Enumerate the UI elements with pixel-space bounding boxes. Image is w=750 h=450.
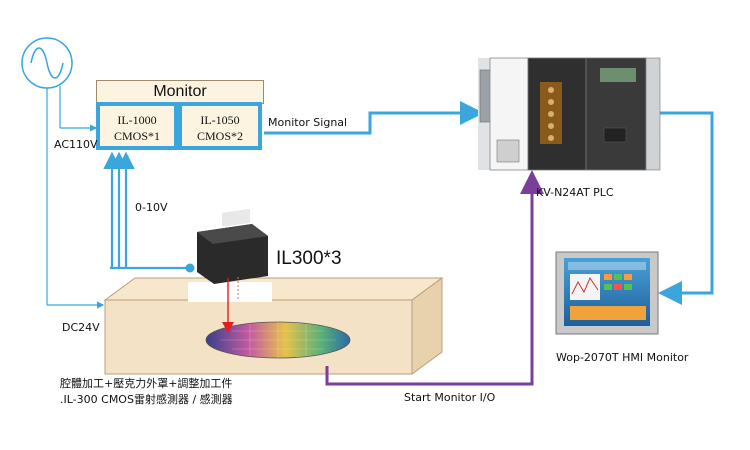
sensor-cables [103,151,190,270]
monitor-signal-label: Monitor Signal [268,116,348,129]
power-wires [46,86,105,309]
il1000-count: CMOS*1 [113,129,160,143]
il1000-cell: IL-1000 CMOS*1 [96,102,178,150]
start-io-wire [325,170,544,386]
hmi-screen-icon [555,251,659,335]
plc-module-icon [478,57,661,171]
monitor-unit: Monitor IL-1000 CMOS*1 IL-1050 CMOS*2 [96,80,264,152]
il1050-model: IL-1050 [200,113,240,127]
plc-hmi-wire [658,111,714,305]
plc-label: KV-N24AT PLC [536,186,614,199]
cable-junction [185,263,195,273]
wafer-icon [205,321,351,359]
voltage-range-label: 0-10V [135,201,168,214]
il300-label: IL300*3 [276,248,342,269]
ac-source [21,37,73,89]
description-line-1: 腔體加工+壓克力外罩+調整加工件 [60,377,233,390]
hmi-label: Wop-2070T HMI Monitor [556,351,689,364]
il1050-cell: IL-1050 CMOS*2 [178,102,262,150]
monitor-signal-wire [264,101,484,135]
start-io-label: Start Monitor I/O [404,391,496,404]
monitor-title: Monitor [96,80,264,104]
il1050-count: CMOS*2 [196,129,243,143]
laser-sensor-icon [197,208,268,333]
dc24v-label: DC24V [62,321,100,334]
il1000-model: IL-1000 [117,113,157,127]
ac110v-label: AC110V [54,138,98,151]
chamber-description: 腔體加工+壓克力外罩+調整加工件 .IL-300 CMOS雷射感測器 / 感測器 [60,376,233,408]
description-line-2: .IL-300 CMOS雷射感測器 / 感測器 [60,393,233,406]
